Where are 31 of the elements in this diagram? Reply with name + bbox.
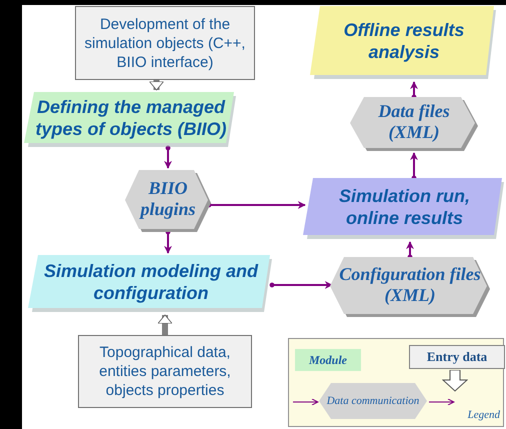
legend-text: Data communication <box>326 394 420 408</box>
node-text: BIIO plugins <box>138 178 197 220</box>
data-octagon <box>125 170 211 232</box>
node-text: Development of the simulation objects (C++, BIIO interface) <box>84 14 246 72</box>
arrow <box>406 241 414 260</box>
block-arrow <box>158 314 172 335</box>
data-octagon <box>350 97 478 151</box>
input-box <box>78 335 252 408</box>
arrow <box>164 230 172 254</box>
legend-text: Module <box>308 352 347 369</box>
node-text: Simulation run, online results <box>338 185 471 229</box>
block-arrow <box>149 80 164 90</box>
arrow <box>164 146 172 169</box>
module-parallelogram <box>28 255 274 313</box>
node-text: Data files (XML) <box>377 101 451 143</box>
module-parallelogram <box>310 6 498 80</box>
legend-title: Legend <box>468 408 500 422</box>
node-text: Configuration files (XML) <box>338 264 482 306</box>
node-text: Defining the managed types of objects (BIIO) <box>34 96 228 140</box>
node-text: Simulation modeling and configuration <box>42 260 260 304</box>
input-box <box>75 6 255 80</box>
module-parallelogram <box>303 178 506 240</box>
arrow <box>410 81 418 100</box>
arrow <box>270 281 333 289</box>
node-text: Offline results analysis <box>342 19 466 63</box>
module-parallelogram <box>24 92 238 148</box>
data-octagon <box>330 257 490 317</box>
arrow <box>206 201 306 209</box>
arrow <box>410 152 418 180</box>
node-text: Topographical data, entities parameters, objects properties <box>98 343 232 400</box>
legend-text: Entry data <box>426 348 488 366</box>
